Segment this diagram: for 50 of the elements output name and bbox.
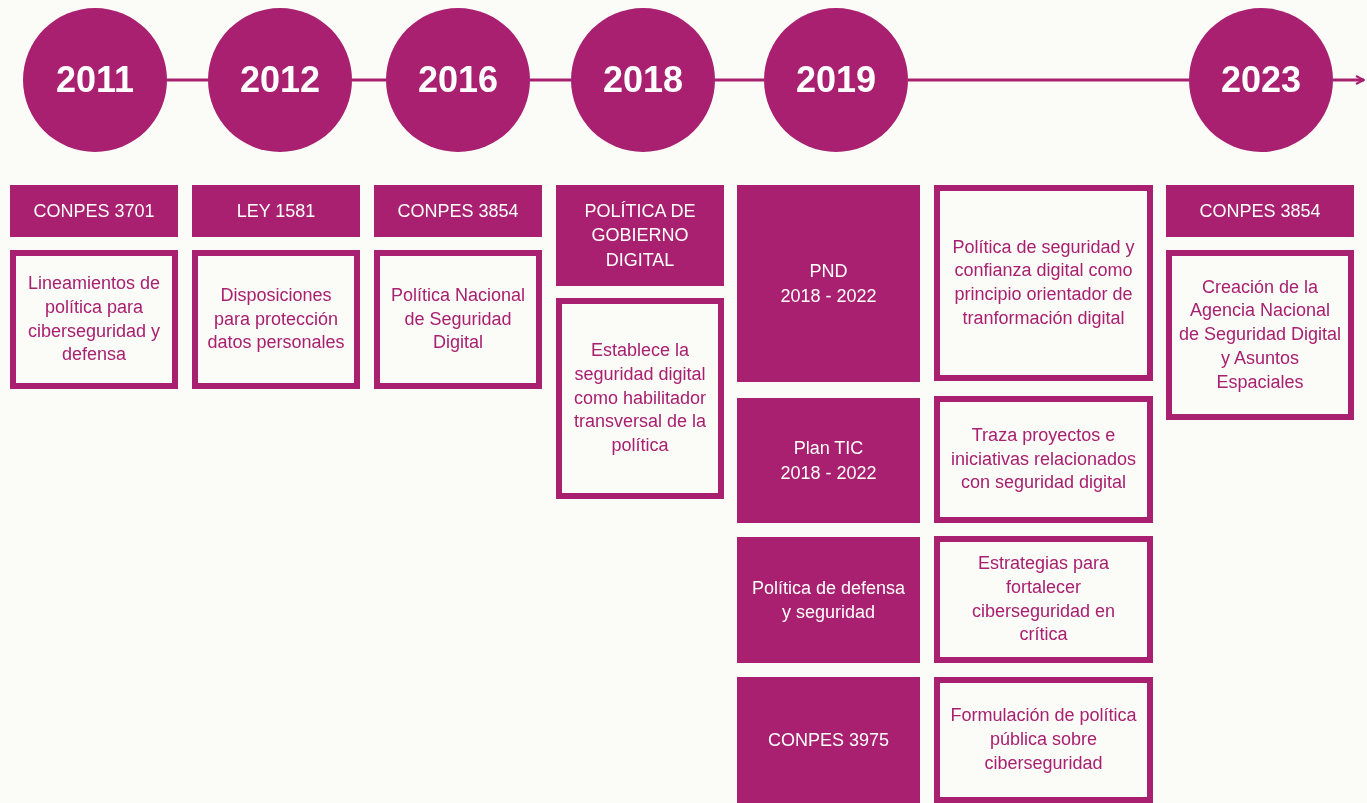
description-text: Política de seguridad y confianza digital como principio orientador de tranformación digital xyxy=(951,235,1136,330)
title-box xyxy=(556,185,724,286)
title-text: CONPES 3975 xyxy=(767,728,890,752)
timeline-line xyxy=(352,78,386,82)
description-box xyxy=(10,250,178,389)
description-text: Política Nacional de Seguridad Digital xyxy=(389,283,527,355)
title-box xyxy=(374,185,542,237)
year-label: 2023 xyxy=(1220,59,1302,101)
year-label: 2011 xyxy=(55,59,135,101)
description-box xyxy=(934,536,1153,663)
description-box xyxy=(1166,250,1354,420)
title-text: Política de defensa y seguridad xyxy=(750,576,907,624)
title-text: 2018 - 2022 xyxy=(780,461,877,485)
timeline-line xyxy=(908,78,1189,82)
title-box xyxy=(192,185,360,237)
title-text: Plan TIC xyxy=(793,437,864,461)
title-text: PND xyxy=(809,260,848,284)
timeline-line xyxy=(715,78,764,82)
title-text: CONPES 3701 xyxy=(33,199,155,223)
timeline-arrow xyxy=(1333,75,1365,85)
description-box xyxy=(192,250,360,389)
description-text: Establece la seguridad digital como habilitador transversal de la política xyxy=(572,339,708,458)
description-box xyxy=(556,298,724,499)
title-text: 2018 - 2022 xyxy=(780,284,877,308)
year-label: 2012 xyxy=(239,59,321,101)
title-box xyxy=(737,537,920,663)
description-box xyxy=(934,677,1153,803)
description-box xyxy=(934,396,1153,523)
title-box xyxy=(737,398,920,523)
title-box xyxy=(1166,185,1354,237)
year-label: 2018 xyxy=(602,59,684,101)
title-box xyxy=(737,185,920,382)
description-box xyxy=(374,250,542,389)
year-label: 2019 xyxy=(795,59,877,101)
title-box xyxy=(737,677,920,803)
timeline-line xyxy=(167,78,208,82)
description-text: Estrategias para fortalecer ciberseguridad en crítica xyxy=(970,552,1117,647)
title-text: CONPES 3854 xyxy=(1199,199,1321,223)
title-text: CONPES 3854 xyxy=(397,199,519,223)
title-text: LEY 1581 xyxy=(236,199,316,223)
description-box xyxy=(934,185,1153,381)
title-text: POLÍTICA DE GOBIERNO DIGITAL xyxy=(583,200,697,272)
description-text: Creación de la Agencia Nacional de Seguridad Digital y Asuntos Espaciales xyxy=(1178,275,1342,394)
title-box xyxy=(10,185,178,237)
timeline-line xyxy=(530,78,571,82)
description-text: Disposiciones para protección datos personales xyxy=(206,283,346,355)
description-text: Formulación de política pública sobre ciberseguridad xyxy=(949,704,1138,775)
description-text: Traza proyectos e iniciativas relacionados con seguridad digital xyxy=(949,423,1138,495)
description-text: Lineamientos de política para ciberseguridad y defensa xyxy=(26,272,162,367)
year-label: 2016 xyxy=(417,59,499,101)
